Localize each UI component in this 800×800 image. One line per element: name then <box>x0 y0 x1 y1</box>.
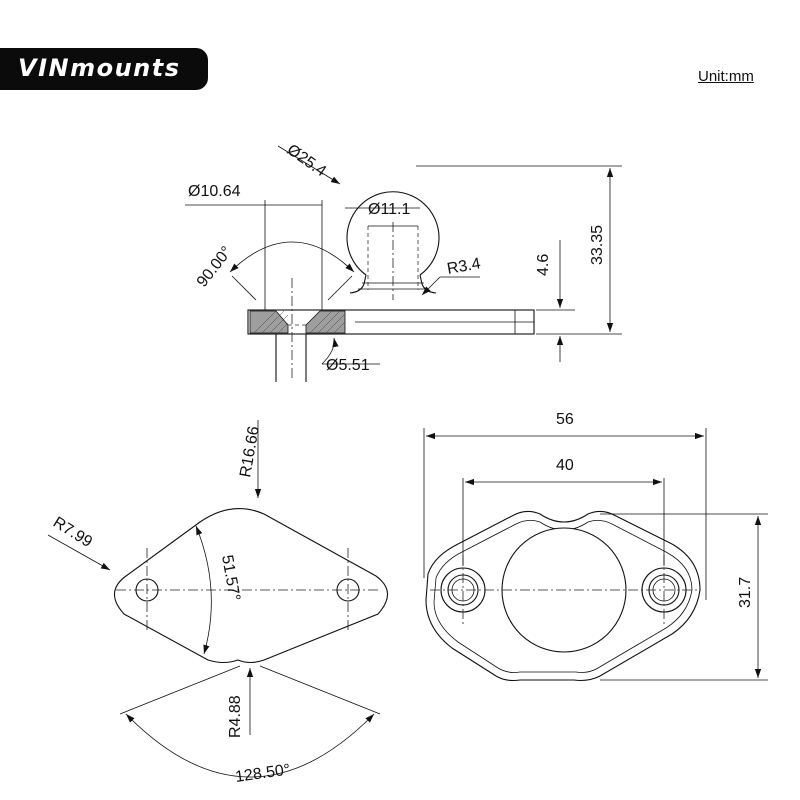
base-thickness-label: 4.6 <box>535 254 552 276</box>
fillet-radius-label: R3.4 <box>446 255 482 278</box>
end-radius-leader <box>47 534 111 571</box>
notch-angle-arc <box>125 713 375 778</box>
logo-text: VINmounts <box>18 54 181 82</box>
angle-ext <box>231 275 257 301</box>
overall-length-label: 56 <box>556 411 574 428</box>
plate-top-inner <box>433 520 693 673</box>
countersink-diameter-label: Ø10.64 <box>188 183 241 200</box>
ball-diameter-label: Ø25.4 <box>284 141 330 180</box>
ball-outline <box>346 191 440 276</box>
total-height-label: 33.35 <box>589 225 606 265</box>
top-angle-arc <box>195 525 212 655</box>
arc-radius-label: R16.66 <box>237 425 263 479</box>
width-label: 31.7 <box>737 577 754 608</box>
notch-ext-left <box>119 665 241 715</box>
hole-diameter-label: Ø5.51 <box>326 357 370 374</box>
countersink-angle-arc <box>229 241 355 273</box>
notch-radius-label: R4.88 <box>227 695 244 738</box>
neck-diameter-label: Ø11.1 <box>368 201 411 218</box>
vinmounts-logo: VINmounts <box>0 48 208 90</box>
end-radius-label: R7.99 <box>50 514 95 551</box>
ball-diameter-leader <box>277 145 341 185</box>
plate-outline <box>113 508 389 664</box>
fillet-leader <box>421 276 441 296</box>
side-view: Ø25.4 Ø10.64 Ø11.1 90.00° R3.4 4.6 33.35… <box>185 141 622 382</box>
outline-view: R16.66 R7.99 51.57° R4.88 128.50° <box>47 420 389 786</box>
notch-angle-label: 128.50° <box>234 761 291 786</box>
unit-label: Unit:mm <box>698 68 754 85</box>
angle-ext <box>327 275 353 301</box>
notch-ext-right <box>259 665 381 715</box>
top-view: 56 40 31.7 <box>423 411 768 682</box>
hole-leader <box>321 338 380 365</box>
countersink-angle-label: 90.00° <box>194 243 236 290</box>
hole-spacing-label: 40 <box>556 457 574 474</box>
